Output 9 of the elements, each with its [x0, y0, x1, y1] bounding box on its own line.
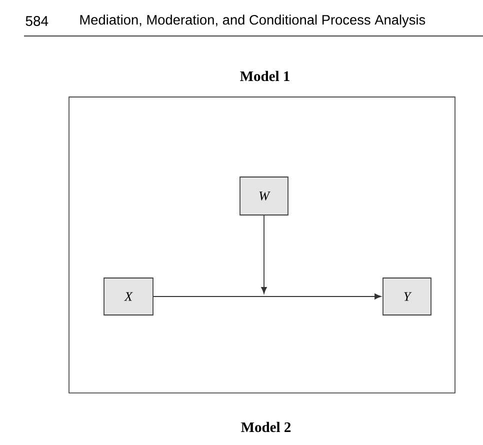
running-header: Mediation, Moderation, and Conditional Process Analysis — [80, 14, 426, 28]
arrow — [261, 215, 267, 294]
figure-title: Model 2 — [241, 422, 291, 432]
arrow — [153, 294, 382, 300]
variable-box: W — [240, 176, 288, 216]
variable-box: Y — [382, 278, 432, 316]
variable-box: X — [104, 278, 154, 316]
page-number: 584 — [26, 16, 48, 26]
figure-title: Model 1 — [240, 70, 290, 82]
